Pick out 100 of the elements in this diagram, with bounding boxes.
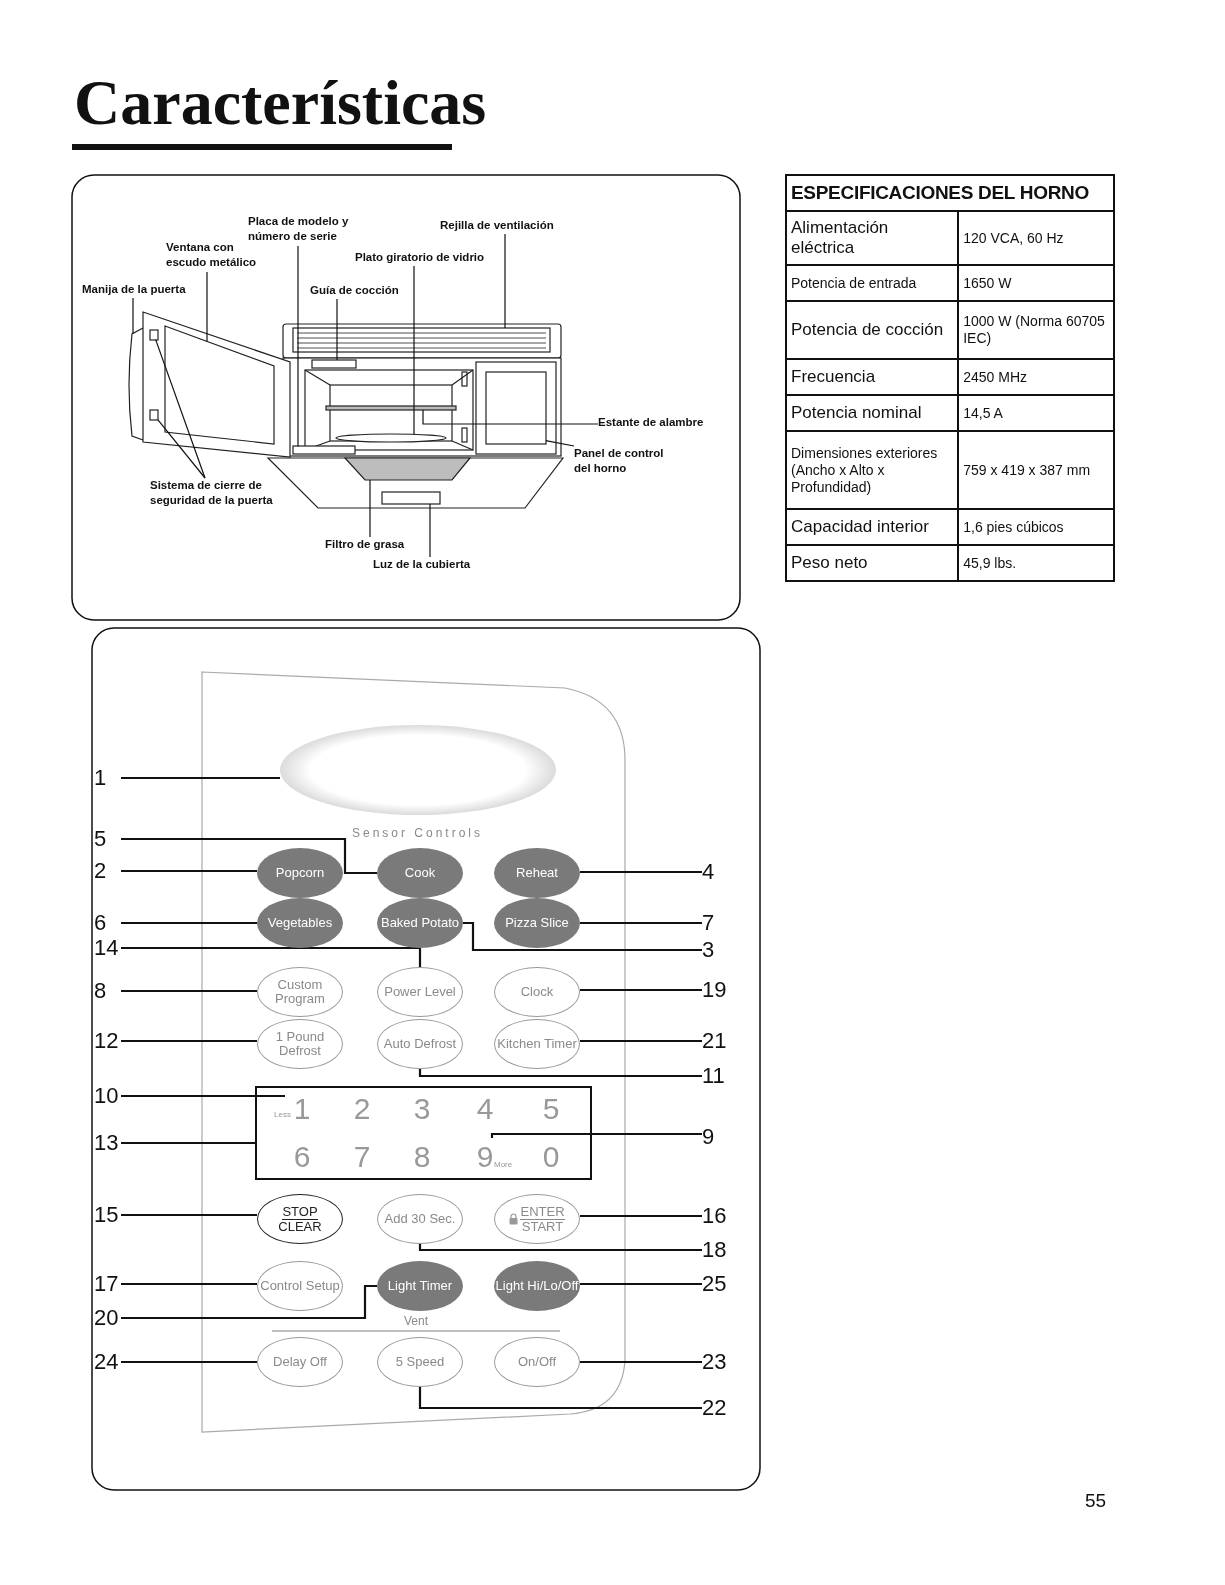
page-title: Características [74,68,487,138]
rating-plate [292,445,356,455]
leader-line [297,245,299,448]
wire-rack [325,405,457,411]
leader-line [155,339,206,479]
door-latch [149,329,159,341]
leader-line [580,1282,702,1286]
callout-number: 23 [702,1349,732,1375]
callout-number: 14 [94,935,121,961]
number-key: 4 [470,1092,500,1126]
leader-line [121,869,257,873]
spec-value: 1000 W (Norma 60705 IEC) [958,301,1114,359]
spec-name: Capacidad interior [786,509,959,545]
page-number: 55 [1085,1490,1107,1512]
keypad-button: Light Hi/Lo/Off [494,1261,580,1311]
keypad-button: Cook [377,848,463,898]
keypad-button: ENTER START [494,1194,580,1244]
part-label: Rejilla de ventilación [440,218,575,234]
spec-value: 1650 W [958,265,1114,301]
spec-value: 1,6 pies cúbicos [958,509,1114,545]
part-label: Plato giratorio de vidrio [355,250,495,266]
number-pad [255,1086,592,1180]
callout-number: 13 [94,1130,121,1156]
keypad-button: Auto Defrost [377,1019,463,1069]
spec-name: Alimentación eléctrica [786,211,959,265]
callout-number: 24 [94,1349,121,1375]
callout-number: 25 [702,1271,732,1297]
spec-name: Peso neto [786,545,959,581]
leader-line [418,1244,702,1252]
key-caption: Less [274,1110,291,1119]
keypad-button: 1 Pound Defrost [257,1019,343,1069]
callout-number: 3 [702,937,732,963]
keypad-button: Control Setup [257,1261,343,1311]
number-key: 6 [287,1140,317,1174]
part-label: Guía de cocción [310,283,410,299]
part-label: Sistema de cierre de seguridad de la puerta [150,478,320,510]
keypad-button: Clock [494,967,580,1017]
number-key: 5 [536,1092,566,1126]
control-panel [485,371,547,445]
callout-number: 2 [94,858,121,884]
number-key: 2 [347,1092,377,1126]
spec-value: 759 x 419 x 387 mm [958,431,1114,509]
cooking-guide [311,359,357,369]
cooktop-light [381,491,441,505]
callout-number: 6 [94,910,121,936]
leader-line [422,409,599,425]
spec-value: 45,9 lbs. [958,545,1114,581]
leader-line [121,921,257,925]
spec-name: Frecuencia [786,359,959,395]
leader-line [580,1360,702,1364]
number-key: 0 [536,1140,566,1174]
keypad-button: Pizza Slice [494,898,580,948]
spec-name: Dimensiones exteriores (Ancho x Alto x Profundidad) [786,431,959,509]
keypad-button: 5 Speed [377,1337,463,1387]
leader-line [580,870,702,874]
door-latch [149,409,159,421]
panel-heading: Sensor Controls [352,826,484,840]
table-heading: ESPECIFICACIONES DEL HORNO [786,175,1114,211]
leader-line [121,1213,257,1217]
part-label: Estante de alambre [598,415,723,431]
leader-line [132,297,134,335]
callout-number: 19 [702,977,732,1003]
spec-value: 2450 MHz [958,359,1114,395]
keypad-button: STOP CLEAR [257,1194,343,1244]
leader-line [121,1284,377,1320]
callout-number: 12 [94,1028,121,1054]
keypad-button: Baked Potato [377,898,463,948]
number-key: 8 [407,1140,437,1174]
callout-number: 15 [94,1202,121,1228]
leader-line [418,1387,702,1410]
callout-number: 22 [702,1395,732,1421]
spec-value: 14,5 A [958,395,1114,431]
door-window [164,325,275,445]
part-label: Luz de la cubierta [373,557,488,573]
keypad-button: On/Off [494,1337,580,1387]
leader-line [413,265,415,436]
callout-number: 11 [702,1063,732,1089]
leader-line [336,298,338,361]
leader-line [121,776,280,780]
leader-line [490,1132,702,1138]
callout-number: 5 [94,826,121,852]
leader-line [418,1069,702,1078]
callout-number: 17 [94,1271,121,1297]
spec-name: Potencia de entrada [786,265,959,301]
leader-line [545,440,575,447]
leader-line [121,837,377,875]
keypad-button: Power Level [377,967,463,1017]
leader-line [369,479,371,538]
leader-line [463,921,702,952]
leader-line [121,1039,257,1043]
leader-line [429,503,431,558]
keypad-button: Delay Off [257,1337,343,1387]
part-label: Manija de la puerta [82,282,207,298]
leader-line [121,1141,255,1145]
keypad-button: Reheat [494,848,580,898]
leader-line [580,921,702,925]
leader-line [580,1214,702,1218]
callout-number: 21 [702,1028,732,1054]
key-caption: More [494,1160,513,1169]
door-handle [128,327,144,441]
